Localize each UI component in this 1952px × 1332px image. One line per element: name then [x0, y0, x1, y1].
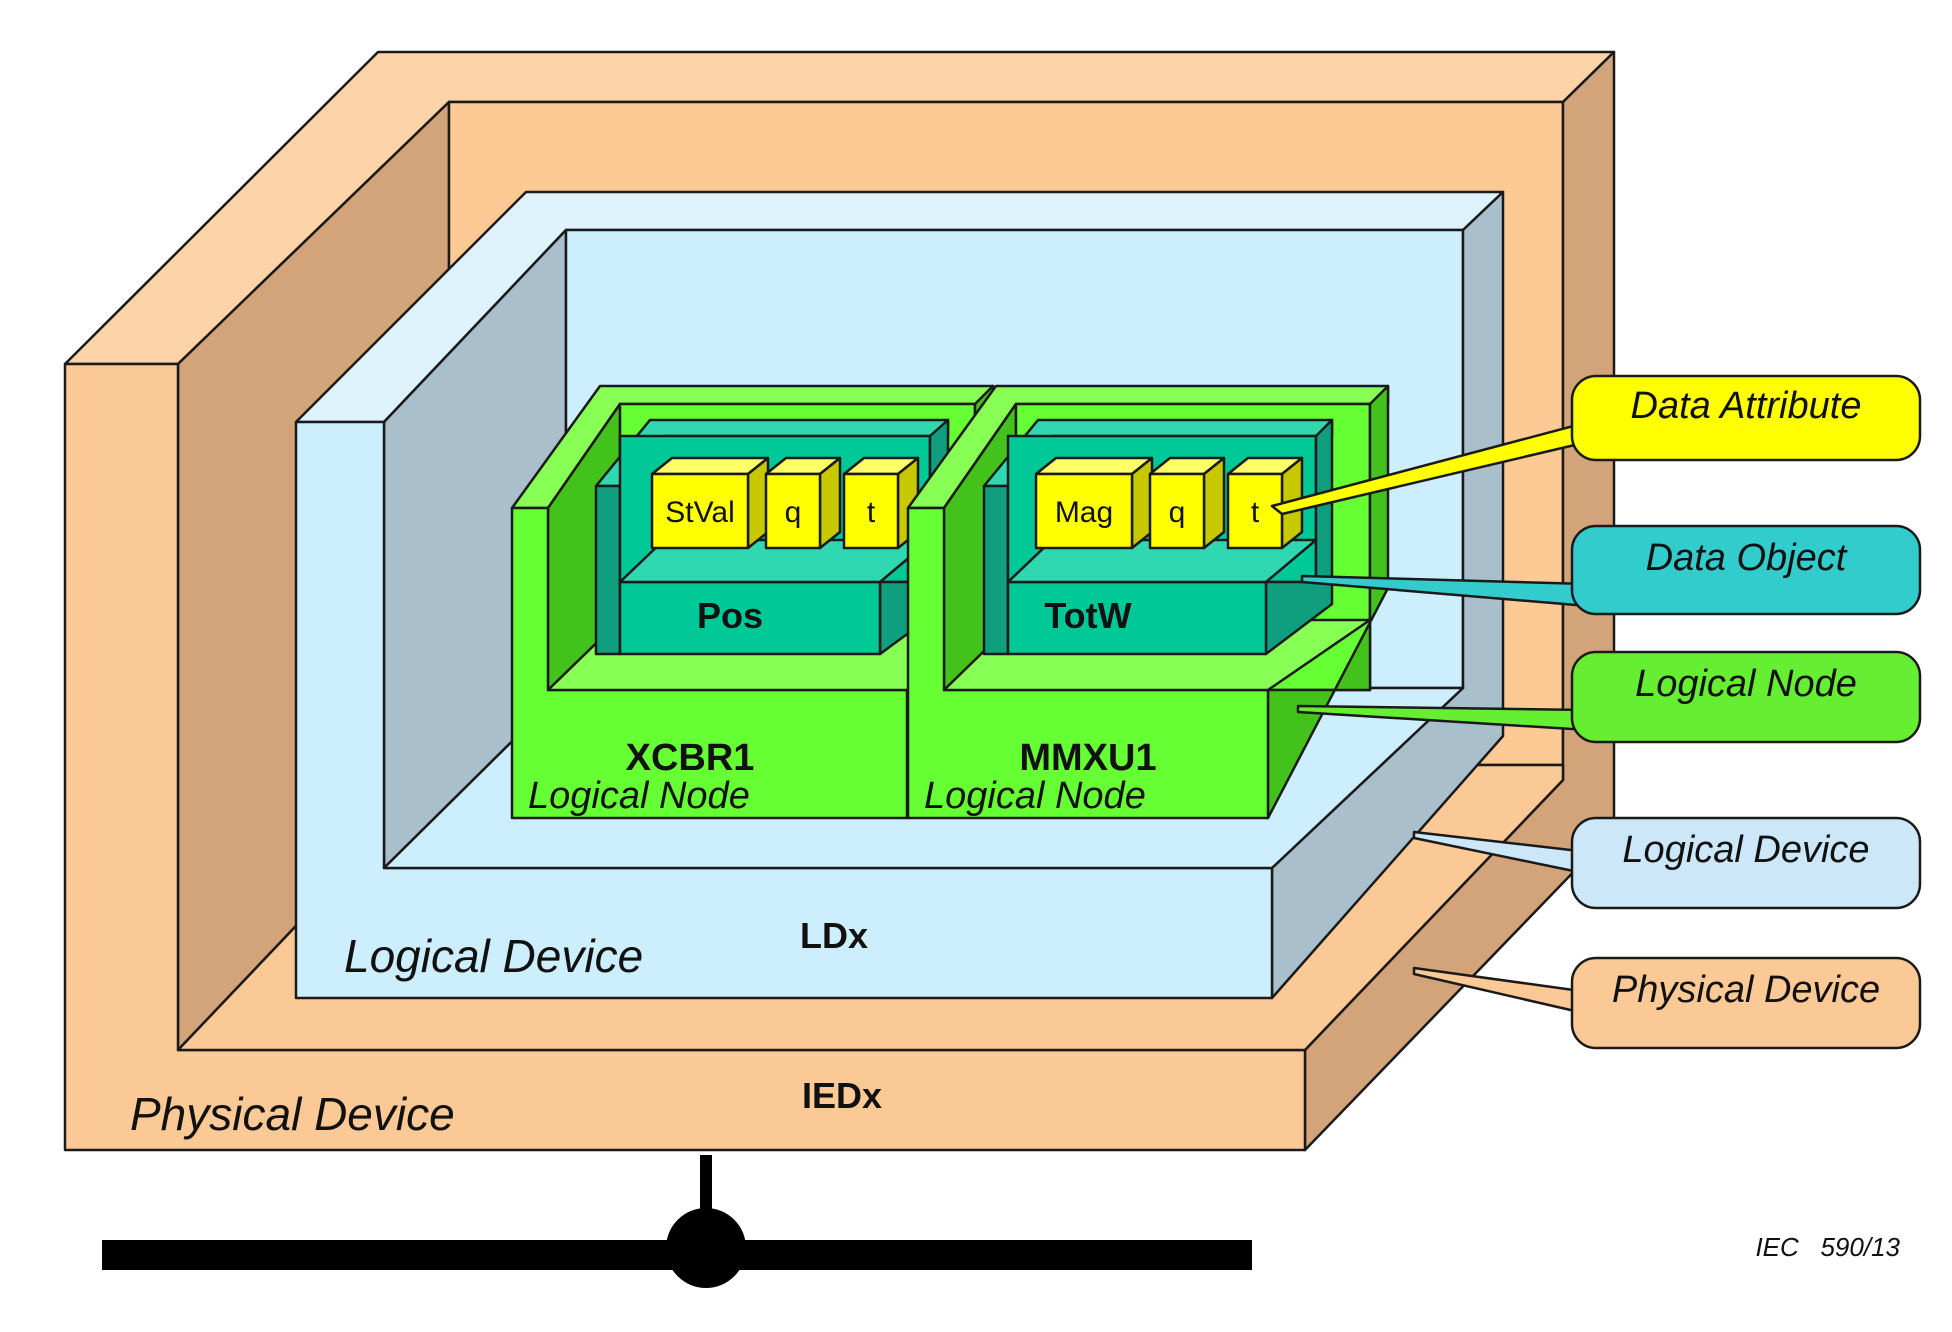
legend-label-physical-device: Physical Device [1612, 969, 1880, 1011]
figure-id: IEC 590/13 [1755, 1232, 1900, 1262]
logical-node-label-mmxu1: Logical Node [924, 775, 1146, 817]
data-object-label-pos: Pos [697, 595, 763, 636]
callout-logical-node [1296, 650, 1922, 744]
data-attribute-q-box [764, 456, 842, 550]
callout-physical-device [1412, 956, 1922, 1050]
attribute-label-stval: StVal [665, 496, 734, 529]
physical-device-name: IEDx [802, 1075, 882, 1116]
callout-data-attribute [1270, 374, 1922, 516]
attribute-label-t2: t [1251, 496, 1260, 529]
network-bus [102, 1155, 1252, 1288]
legend-label-data-object: Data Object [1646, 537, 1848, 579]
legend-label-data-attribute: Data Attribute [1631, 385, 1862, 427]
attribute-label-q2: q [1169, 496, 1186, 529]
logical-node-label-xcbr1: Logical Node [528, 775, 750, 817]
data-attribute-mag-box [1034, 456, 1154, 550]
legend-label-logical-device: Logical Device [1622, 829, 1869, 871]
callout-data-object [1300, 524, 1922, 616]
callout-logical-device [1412, 816, 1922, 910]
physical-device-label: Physical Device [130, 1088, 455, 1140]
logical-device-label: Logical Device [344, 930, 643, 982]
data-object-label-totw: TotW [1044, 595, 1131, 636]
logical-device-name: LDx [800, 915, 868, 956]
attribute-label-t: t [867, 496, 876, 529]
legend-label-logical-node: Logical Node [1635, 663, 1857, 705]
attribute-label-mag: Mag [1055, 496, 1113, 529]
data-attribute-q2-box [1148, 456, 1226, 550]
logical-node-name-xcbr1: XCBR1 [626, 737, 755, 779]
attribute-label-q: q [785, 496, 802, 529]
logical-node-name-mmxu1: MMXU1 [1019, 737, 1156, 779]
data-attribute-stval-box [650, 456, 770, 550]
